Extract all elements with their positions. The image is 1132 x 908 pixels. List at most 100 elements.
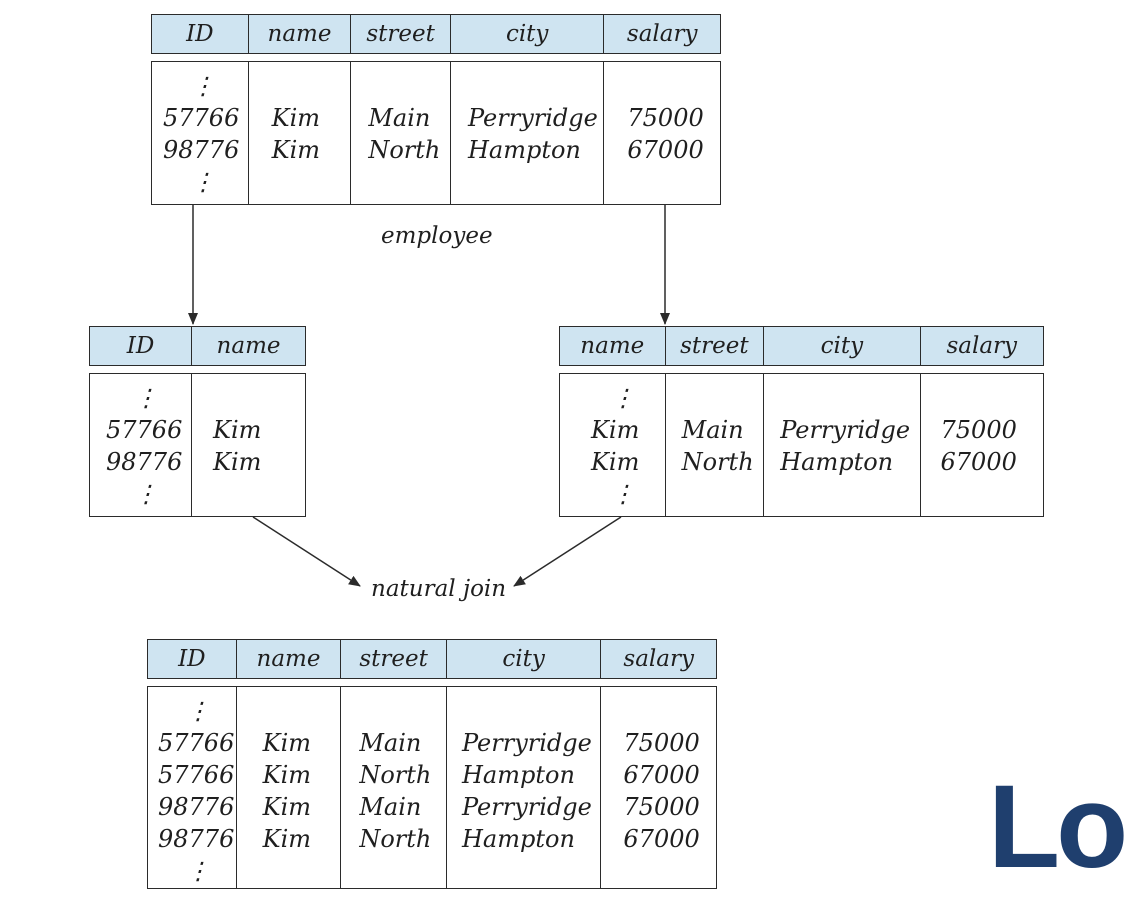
table-cell: 98776 (163, 136, 240, 164)
employee-label: employee (381, 223, 493, 249)
ellipsis: ⋮ (191, 168, 215, 196)
employee-name-column: Kim Kim (249, 62, 352, 204)
table-cell: Hampton (461, 825, 575, 853)
join-result-header: ID name street city salary (147, 639, 717, 679)
right-col-city: city (764, 327, 921, 365)
table-cell: 67000 (623, 825, 700, 853)
right-city-column: Perryridge Hampton (764, 374, 921, 516)
ellipsis: ⋮ (134, 480, 158, 508)
join-street-column: Main North Main North (341, 687, 447, 888)
left-projection-body: ⋮ 57766 98776 ⋮ Kim Kim (89, 373, 306, 517)
table-cell: 57766 (158, 729, 235, 757)
table-cell: Hampton (461, 761, 575, 789)
logo-text: Lo (988, 761, 1128, 893)
table-cell: 75000 (940, 416, 1017, 444)
arrow-left-to-join (252, 516, 361, 587)
table-cell: Main (681, 416, 744, 444)
table-cell: 57766 (158, 761, 235, 789)
ellipsis: ⋮ (186, 697, 210, 725)
ellipsis: ⋮ (134, 384, 158, 412)
join-result-body: ⋮ 57766 57766 98776 98776 ⋮ Kim Kim Kim … (147, 686, 717, 889)
employee-salary-column: 75000 67000 (604, 62, 720, 204)
ellipsis: ⋮ (191, 72, 215, 100)
table-cell: Kim (271, 104, 321, 132)
ellipsis: ⋮ (186, 857, 210, 885)
table-cell: Kim (591, 416, 640, 444)
table-cell: North (368, 136, 441, 164)
join-col-salary: salary (623, 646, 694, 672)
table-cell: Hampton (780, 448, 894, 476)
join-name-column: Kim Kim Kim Kim (237, 687, 342, 888)
join-col-id: ID (148, 640, 237, 678)
join-col-name: name (237, 640, 342, 678)
right-col-salary: salary (946, 333, 1018, 359)
table-cell: Perryridge (780, 416, 911, 444)
table-cell: Main (368, 104, 431, 132)
left-projection-header: ID name (89, 326, 306, 366)
join-city-column: Perryridge Hampton Perryridge Hampton (447, 687, 602, 888)
join-id-column: ⋮ 57766 57766 98776 98776 ⋮ (148, 687, 237, 888)
table-cell: 98776 (106, 448, 183, 476)
left-name-column: Kim Kim (192, 374, 305, 516)
table-cell: Kim (271, 136, 321, 164)
table-cell: Main (359, 729, 422, 757)
right-street-column: Main North (666, 374, 765, 516)
employee-body: ⋮ 57766 98776 ⋮ Kim Kim Main North Perry… (151, 61, 721, 205)
table-cell: Perryridge (461, 729, 592, 757)
table-cell: 98776 (158, 793, 235, 821)
table-cell: 75000 (627, 104, 704, 132)
table-cell: 75000 (623, 729, 700, 757)
ellipsis: ⋮ (611, 384, 635, 412)
left-projection-table: ID name ⋮ 57766 98776 ⋮ Kim Kim (89, 326, 306, 517)
join-result-table: ID name street city salary ⋮ 57766 57766… (147, 639, 717, 889)
arrow-right-to-join (513, 516, 622, 587)
join-salary-column: 75000 67000 75000 67000 (601, 687, 716, 888)
table-cell: North (359, 761, 432, 789)
table-cell: Kim (262, 825, 312, 853)
table-cell: Hampton (467, 136, 581, 164)
table-cell: Kim (262, 729, 312, 757)
table-cell: 67000 (940, 448, 1017, 476)
table-cell: Perryridge (467, 104, 598, 132)
table-cell: Kim (591, 448, 640, 476)
table-cell: North (359, 825, 432, 853)
right-projection-body: ⋮ Kim Kim ⋮ Main North Perryridge Hampto… (559, 373, 1044, 517)
right-salary-column: 75000 67000 (921, 374, 1043, 516)
employee-header: ID name street city salary (151, 14, 721, 54)
table-cell: Kim (213, 416, 262, 444)
right-projection-header: name street city salary (559, 326, 1044, 366)
left-id-column: ⋮ 57766 98776 ⋮ (90, 374, 193, 516)
ellipsis: ⋮ (611, 480, 635, 508)
table-cell: North (681, 448, 754, 476)
natural-join-label: natural join (371, 576, 507, 602)
table-cell: 98776 (158, 825, 235, 853)
table-cell: Kim (262, 761, 312, 789)
employee-col-city: city (451, 15, 605, 53)
table-cell: 67000 (627, 136, 704, 164)
right-col-name: name (560, 327, 666, 365)
join-col-city: city (447, 640, 602, 678)
right-name-column: ⋮ Kim Kim ⋮ (560, 374, 666, 516)
table-cell: 75000 (623, 793, 700, 821)
employee-city-column: Perryridge Hampton (451, 62, 605, 204)
employee-street-column: Main North (351, 62, 451, 204)
employee-col-id: ID (152, 15, 249, 53)
employee-col-street: street (351, 15, 451, 53)
table-cell: Kim (262, 793, 312, 821)
left-col-name: name (216, 333, 281, 359)
right-col-street: street (666, 327, 765, 365)
table-cell: Main (359, 793, 422, 821)
employee-id-column: ⋮ 57766 98776 ⋮ (152, 62, 249, 204)
right-projection-table: name street city salary ⋮ Kim Kim ⋮ Main… (559, 326, 1044, 517)
table-cell: Kim (213, 448, 262, 476)
employee-table: ID name street city salary ⋮ 57766 98776… (151, 14, 721, 205)
table-cell: 57766 (106, 416, 183, 444)
left-col-id: ID (90, 327, 193, 365)
table-cell: 67000 (623, 761, 700, 789)
join-col-street: street (341, 640, 447, 678)
table-cell: 57766 (163, 104, 240, 132)
employee-col-salary: salary (626, 21, 698, 47)
employee-col-name: name (249, 15, 352, 53)
table-cell: Perryridge (461, 793, 592, 821)
